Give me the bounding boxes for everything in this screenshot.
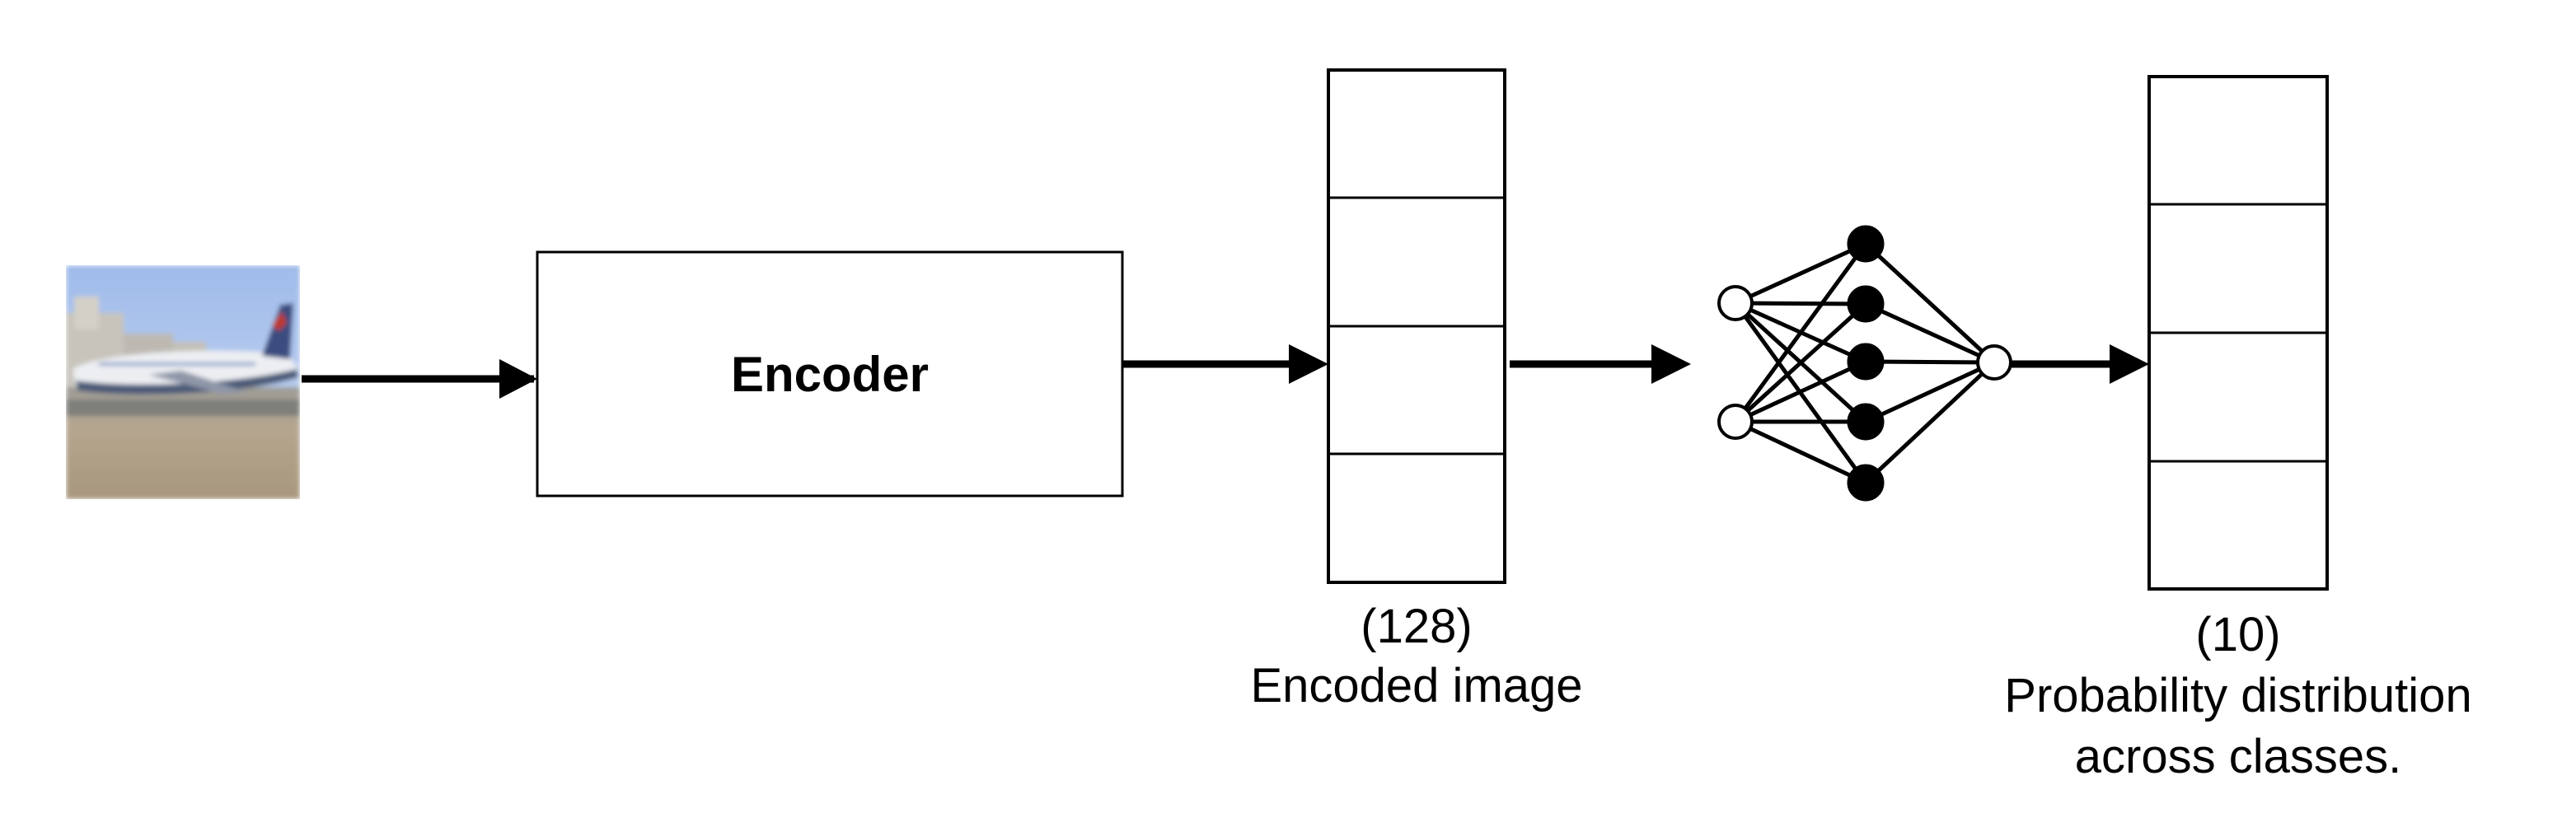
input-airplane-image bbox=[66, 265, 300, 499]
arrowhead-3 bbox=[1651, 344, 1691, 384]
encoded-vector-caption: Encoded image bbox=[1250, 659, 1583, 713]
hidden-node bbox=[1847, 285, 1885, 323]
hidden-node bbox=[1847, 225, 1885, 263]
output-vector bbox=[2147, 75, 2329, 591]
arrowhead-2 bbox=[1289, 344, 1328, 384]
output-vector-caption-line2: across classes. bbox=[2074, 730, 2402, 783]
neural-network-icon bbox=[1717, 225, 2012, 502]
input-node bbox=[1717, 285, 1754, 321]
arrowhead-4 bbox=[2110, 344, 2149, 384]
encoder-label: Encoder bbox=[730, 346, 930, 402]
output-vector-size-label: (10) bbox=[2195, 608, 2281, 661]
arrowhead-1 bbox=[499, 359, 537, 399]
hidden-node bbox=[1847, 403, 1885, 441]
encoded-vector bbox=[1327, 68, 1506, 584]
hidden-node bbox=[1847, 343, 1885, 381]
output-vector-caption-line1: Probability distribution bbox=[2004, 669, 2472, 722]
encoder-box bbox=[536, 250, 1124, 498]
hidden-node bbox=[1847, 464, 1885, 502]
encoded-vector-size-label: (128) bbox=[1361, 600, 1473, 653]
input-node bbox=[1717, 404, 1754, 440]
output-node bbox=[1976, 344, 2012, 381]
